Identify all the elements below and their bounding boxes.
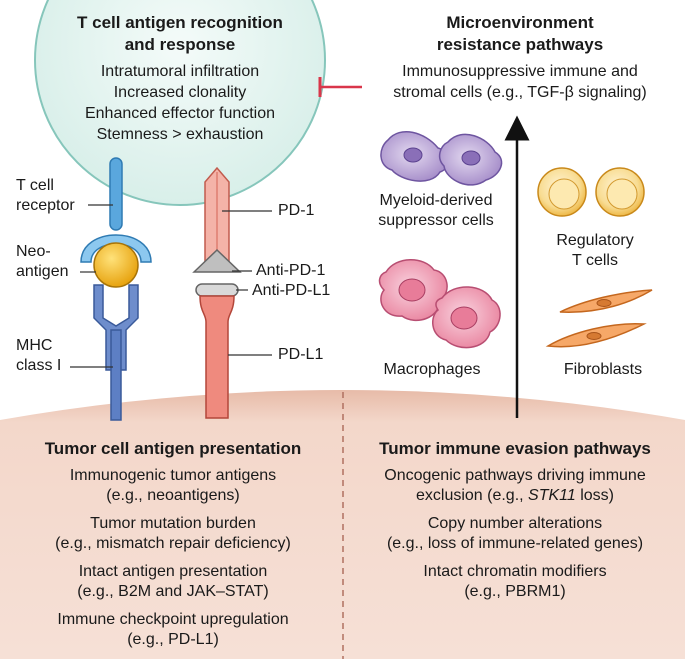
- tumor-evasion-title: Tumor immune evasion pathways: [379, 439, 651, 458]
- micro-desc-line1: Immunosuppressive immune and: [402, 63, 638, 80]
- neoantigen-label-line2: antigen: [16, 263, 69, 280]
- mdsc-label-line2: suppressor cells: [378, 212, 494, 229]
- pd-l1-label: PD-L1: [278, 346, 324, 363]
- mdsc-shapes: [380, 131, 503, 186]
- tcell-item-1: Intratumoral infiltration: [100, 63, 260, 80]
- anti-pd-l1-label: Anti-PD-L1: [252, 282, 331, 299]
- stk11-gene: STK11: [528, 487, 576, 504]
- tumor-presentation-title: Tumor cell antigen presentation: [44, 439, 302, 458]
- neoantigen-label-line1: Neo-: [16, 243, 51, 260]
- tcell-item-2: Increased clonality: [113, 84, 247, 101]
- fibroblasts-label: Fibroblasts: [563, 361, 643, 378]
- presentation-item-4-line1: Immune checkpoint upregulation: [57, 611, 289, 628]
- evasion-item-1-pre: exclusion (e.g.,: [415, 487, 529, 504]
- mdsc-label-line1: Myeloid-derived: [379, 192, 493, 209]
- evasion-item-1-post: loss): [575, 487, 615, 504]
- t-cell-receptor-shape: [80, 157, 152, 263]
- micro-desc-line2: stromal cells (e.g., TGF-β signaling): [393, 84, 647, 101]
- regulatory-t-cell-shapes: [537, 167, 645, 217]
- evasion-item-2-line1: Copy number alterations: [427, 515, 603, 532]
- evasion-item-3-line2: (e.g., PBRM1): [464, 583, 566, 600]
- presentation-item-1-line1: Immunogenic tumor antigens: [69, 467, 277, 484]
- tcell-title-line2: and response: [124, 35, 236, 54]
- presentation-item-3-line2: (e.g., B2M and JAK–STAT): [77, 583, 269, 600]
- t-cell-body: [34, 0, 326, 206]
- evasion-item-2-line2: (e.g., loss of immune-related genes): [386, 535, 644, 552]
- anti-pd-1-label: Anti-PD-1: [256, 262, 326, 279]
- tcell-item-3: Enhanced effector function: [84, 105, 276, 122]
- tcr-label-line2: receptor: [16, 197, 75, 214]
- mhc-label-line2: class I: [16, 357, 62, 374]
- tcell-title-line1: T cell antigen recognition: [77, 13, 283, 32]
- anti-pd-1-shape: [192, 248, 242, 273]
- evasion-item-1-line1: Oncogenic pathways driving immune: [384, 467, 646, 484]
- mhc-label-line1: MHC: [16, 337, 53, 354]
- presentation-item-2-line1: Tumor mutation burden: [90, 515, 256, 532]
- evasion-item-1-line2: exclusion (e.g., STK11 loss): [350, 486, 680, 506]
- fibroblast-shapes: [545, 289, 653, 348]
- leader-lines: [70, 204, 272, 368]
- presentation-item-3-line1: Intact antigen presentation: [78, 563, 268, 580]
- anti-pd-l1-shape: [195, 283, 239, 297]
- presentation-item-1-line2: (e.g., neoantigens): [106, 487, 240, 504]
- inhibition-symbol: [318, 77, 362, 97]
- neoantigen-shape: [93, 242, 139, 288]
- treg-label-line1: Regulatory: [556, 232, 634, 249]
- macrophages-label: Macrophages: [383, 361, 481, 378]
- pd-l1-shape: [199, 295, 235, 419]
- micro-title-line2: resistance pathways: [436, 35, 604, 54]
- tcr-label-line1: T cell: [16, 177, 54, 194]
- treg-label-line2: T cells: [572, 252, 618, 269]
- macrophage-shapes: [378, 259, 501, 349]
- tcell-item-4: Stemness > exhaustion: [96, 126, 264, 143]
- presentation-item-2-line2: (e.g., mismatch repair deficiency): [55, 535, 291, 552]
- presentation-item-4-line2: (e.g., PD-L1): [127, 631, 219, 648]
- evasion-item-3-line1: Intact chromatin modifiers: [423, 563, 607, 580]
- micro-title-line1: Microenvironment: [446, 13, 594, 32]
- mhc-class-i-shape: [93, 284, 139, 421]
- pd-1-label: PD-1: [278, 202, 315, 219]
